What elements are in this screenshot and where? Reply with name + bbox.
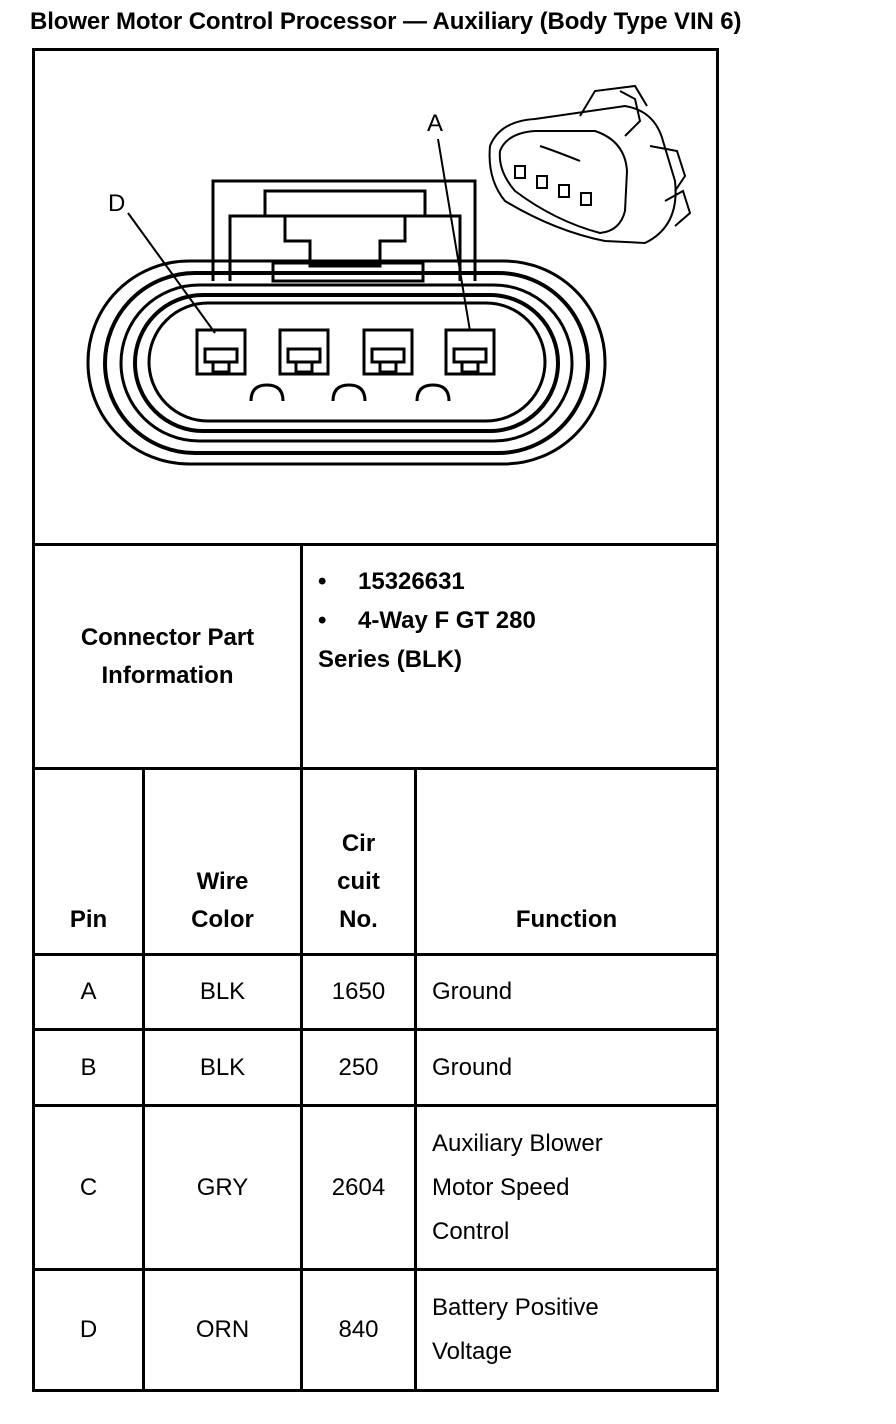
pin-leader-lines [127,138,471,334]
function-line: Ground [432,978,513,1005]
page-title: Blower Motor Control Processor — Auxilia… [30,8,742,35]
function-line: Motor Speed [432,1173,570,1201]
row-a-wire-color: BLK [199,978,246,1005]
divider-col-wire [142,767,145,1392]
part-number: 15326631 [358,568,465,595]
divider-row-a [32,1028,719,1031]
header-wire-color-line: Wire [196,868,249,895]
connector-part-info-text: Connector Part Information [80,623,255,689]
row-a-circuit: 1650 [331,978,386,1005]
row-c-wire-color: GRY [196,1173,249,1201]
header-circuit-line: Cir [341,830,376,857]
row-b-circuit: 250 [338,1053,379,1081]
pin-a-label: A [427,110,443,137]
function-line: Ground [432,1053,513,1081]
connector-3d-view [488,84,692,245]
row-c-function: Auxiliary Blower Motor Speed Control [432,1107,712,1268]
pin-d-label: D [108,190,125,217]
bullet-icon: • [318,607,327,634]
divider-col-circuit [300,543,303,1392]
header-wire-color: Wire Color [145,770,300,953]
divider-col-function [414,767,417,1392]
header-circuit-line: cuit [337,868,380,895]
divider-row-b [32,1104,719,1107]
row-a-pin: A [80,978,97,1005]
function-line: Battery Positive [432,1294,599,1321]
connector-table-frame [32,48,719,1392]
header-wire-color-line: Color [191,906,254,933]
header-pin: Pin [69,906,108,933]
row-d-circuit: 840 [338,1316,379,1343]
header-function: Function [515,906,618,933]
bullet-icon: • [318,568,327,595]
row-c-pin: C [79,1173,98,1201]
connector-part-info-label: Connector Part Information [35,546,300,767]
row-a-function: Ground [432,956,712,1028]
header-circuit-line: No. [339,906,378,933]
header-circuit: Cir cuit No. [303,770,414,953]
divider-part-info [32,767,719,770]
row-d-wire-color: ORN [195,1316,250,1343]
row-b-function: Ground [432,1031,712,1104]
divider-header [32,953,719,956]
function-line: Control [432,1217,510,1245]
function-line: Auxiliary Blower [432,1129,603,1157]
function-line: Voltage [432,1338,513,1365]
divider-diagram [32,543,719,546]
part-info-item: • 15326631 [318,562,536,601]
row-b-wire-color: BLK [199,1053,246,1081]
terminal-cavities [195,328,496,376]
row-b-pin: B [80,1053,97,1081]
connector-face-outline [86,179,607,466]
row-c-circuit: 2604 [331,1173,386,1201]
connector-diagram: A D [86,84,692,466]
connector-type: 4-Way F GT 280 [358,607,536,634]
row-d-function: Battery Positive Voltage [432,1271,712,1389]
connector-part-info-values: • 15326631 • 4-Way F GT 280 Series (BLK) [318,562,536,679]
divider-row-c [32,1268,719,1271]
row-d-pin: D [79,1316,98,1343]
part-info-item: • 4-Way F GT 280 [318,601,536,640]
connector-series: Series (BLK) [318,646,463,673]
